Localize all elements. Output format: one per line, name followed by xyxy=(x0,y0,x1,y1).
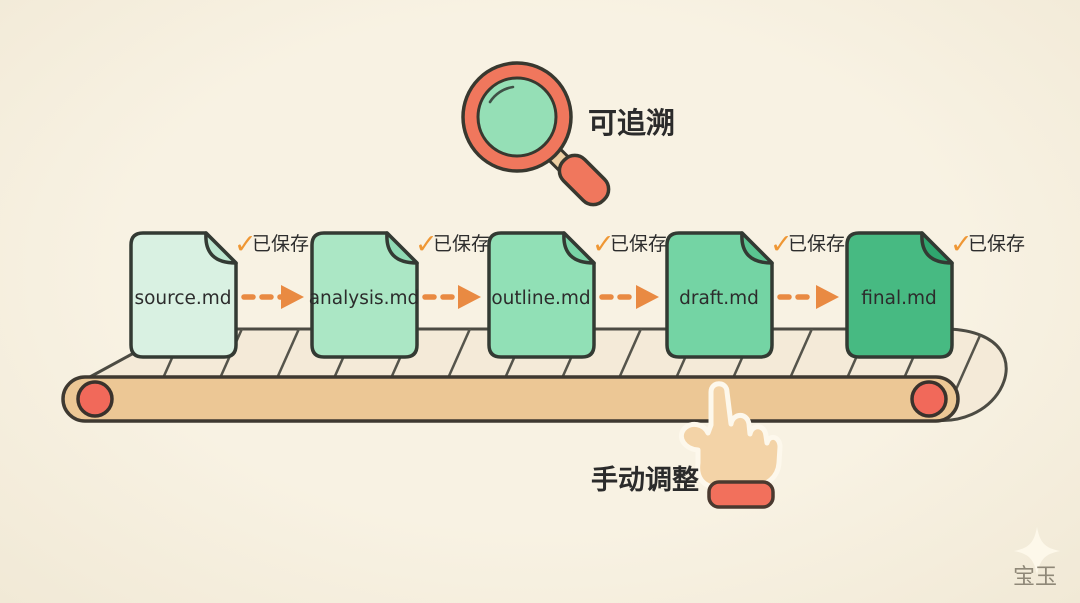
conveyor-belt xyxy=(61,375,960,423)
document-shape xyxy=(129,231,238,359)
hand-cuff xyxy=(707,480,775,509)
status-badge-outline: ✓ 已保存 xyxy=(592,229,667,260)
document-filename: source.md xyxy=(134,288,231,309)
document-shape xyxy=(487,231,596,359)
saved-label: 已保存 xyxy=(610,233,667,255)
lens-highlight xyxy=(488,85,515,104)
document-shape xyxy=(310,231,419,359)
check-icon: ✓ xyxy=(234,229,257,260)
saved-label: 已保存 xyxy=(788,233,845,255)
arrow-draft-to-final xyxy=(777,285,839,309)
status-badge-final: ✓ 已保存 xyxy=(950,229,1025,260)
status-badge-analysis: ✓ 已保存 xyxy=(415,229,490,260)
status-badge-draft: ✓ 已保存 xyxy=(770,229,845,260)
hand-pointer-icon xyxy=(678,381,783,509)
document-filename: outline.md xyxy=(491,288,590,309)
document-fold xyxy=(562,231,596,265)
saved-label: 已保存 xyxy=(252,233,309,255)
document-card-draft: draft.md xyxy=(665,231,774,359)
saved-label: 已保存 xyxy=(433,233,490,255)
document-card-final: final.md xyxy=(845,231,954,359)
document-fold xyxy=(385,231,419,265)
check-icon: ✓ xyxy=(950,229,973,260)
document-card-source: source.md xyxy=(129,231,238,359)
document-fold xyxy=(204,231,238,265)
left-roller xyxy=(76,380,114,418)
check-icon: ✓ xyxy=(592,229,615,260)
sparkle-icon xyxy=(1014,527,1060,575)
document-fold xyxy=(920,231,954,265)
document-fold xyxy=(740,231,774,265)
arrow-source-to-analysis xyxy=(241,285,304,309)
magnifier-lens xyxy=(476,76,558,158)
saved-label: 已保存 xyxy=(968,233,1025,255)
flow-arrows xyxy=(241,285,839,309)
magnifier-icon xyxy=(461,61,611,207)
traceable-label: 可追溯 xyxy=(588,106,675,140)
document-filename: final.md xyxy=(861,288,937,309)
document-filename: analysis.md xyxy=(309,288,420,309)
arrow-analysis-to-outline xyxy=(422,285,481,309)
magnifier-handle xyxy=(557,153,611,207)
document-card-analysis: analysis.md xyxy=(309,231,420,359)
watermark-text: 宝玉 xyxy=(1013,565,1057,590)
manual-adjust-label: 手动调整 xyxy=(591,465,699,496)
status-badge-source: ✓ 已保存 xyxy=(234,229,309,260)
watermark: 宝玉 xyxy=(1013,527,1060,590)
arrow-outline-to-draft xyxy=(599,285,659,309)
hand-shape xyxy=(678,381,783,490)
document-shape xyxy=(845,231,954,359)
right-roller xyxy=(910,380,948,418)
check-icon: ✓ xyxy=(415,229,438,260)
check-icon: ✓ xyxy=(770,229,793,260)
document-shape xyxy=(665,231,774,359)
belt-band xyxy=(61,375,960,423)
document-card-outline: outline.md xyxy=(487,231,596,359)
document-filename: draft.md xyxy=(679,288,759,309)
